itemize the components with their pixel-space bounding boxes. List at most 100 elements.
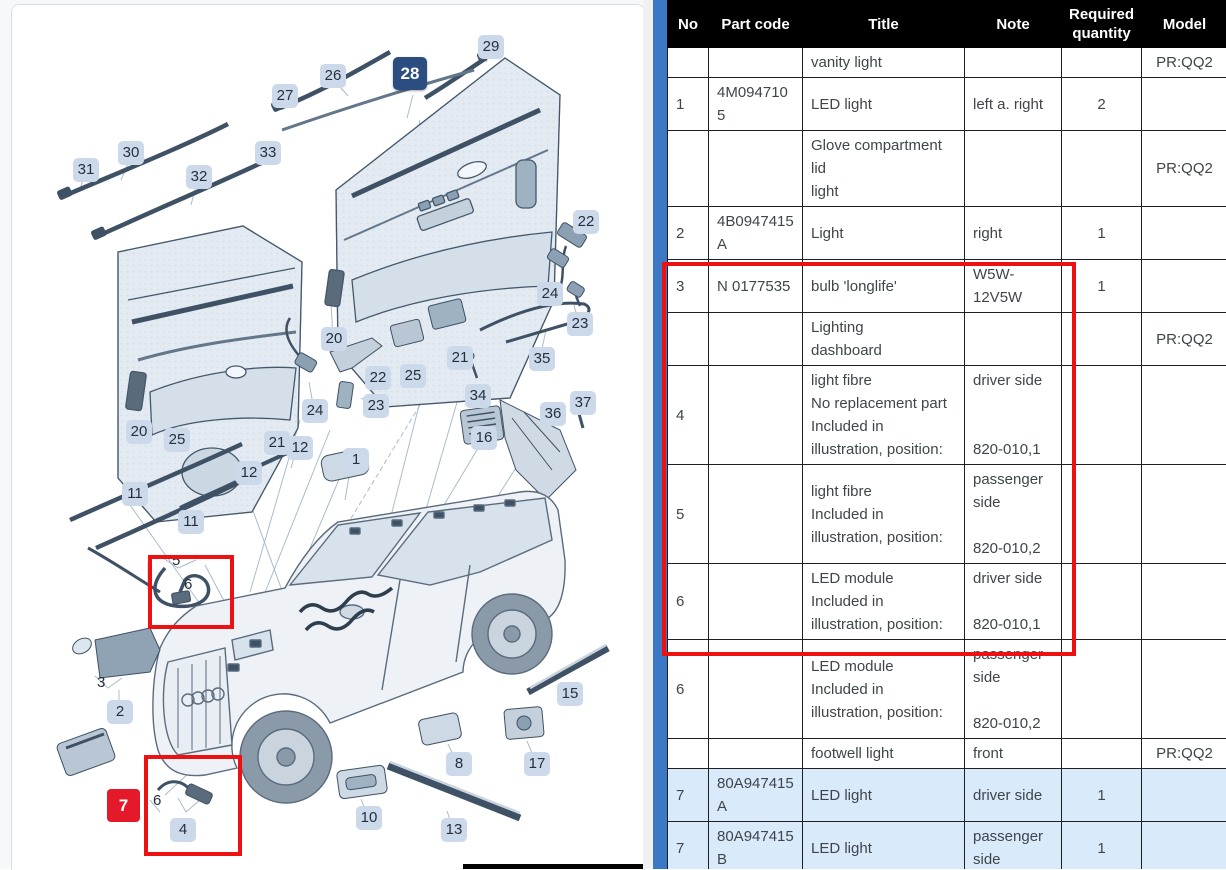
cell-note [965,313,1062,366]
cell-part-code [709,640,803,739]
cell-model [1142,769,1226,822]
cell-part-code [709,131,803,207]
part-callout-24[interactable]: 24 [302,399,328,423]
note-side: passenger side [973,468,1053,514]
title-line: vanity light [811,51,956,74]
part-callout-21[interactable]: 21 [447,346,473,370]
title-line: illustration, position: [811,613,956,636]
part-callout-25[interactable]: 25 [400,364,426,388]
cell-part-code [709,564,803,640]
cell-note: passenger side [965,822,1062,870]
part-callout-37[interactable]: 37 [570,391,596,415]
cell-quantity [1062,131,1142,207]
cell-quantity [1062,48,1142,78]
cell-part-code: 80A947415B [709,822,803,870]
part-callout-34[interactable]: 34 [465,384,491,408]
title-line: LED light [811,837,956,860]
cell-no: 6 [668,564,709,640]
cell-quantity: 1 [1062,822,1142,870]
note-position-code: 820-010,2 [973,712,1053,735]
title-line: footwell light [811,742,956,765]
part-callout-20[interactable]: 20 [321,327,347,351]
part-callout-12[interactable]: 12 [287,436,313,460]
cell-title: Light [803,207,965,260]
bottom-divider-bar [463,864,645,869]
cell-part-code [709,366,803,465]
part-callout-28[interactable]: 28 [393,57,427,90]
part-callout-17[interactable]: 17 [524,752,550,776]
part-callout-4[interactable]: 4 [170,818,196,842]
cell-quantity: 2 [1062,78,1142,131]
part-callout-31[interactable]: 31 [73,158,99,182]
part-callout-27[interactable]: 27 [272,84,298,108]
title-line: Included in [811,415,956,438]
cell-title: LED light [803,78,965,131]
car-illustration [153,491,565,803]
part-callout-23[interactable]: 23 [567,312,593,336]
cell-title: bulb 'longlife' [803,260,965,313]
part-callout-30[interactable]: 30 [118,141,144,165]
title-line: Glove compartment lid [811,134,956,180]
part-callout-7[interactable]: 7 [107,789,140,822]
cell-model [1142,640,1226,739]
part-callout-26[interactable]: 26 [320,64,346,88]
part-callout-33[interactable]: 33 [255,141,281,165]
part-callout-13[interactable]: 13 [441,818,467,842]
cell-no: 5 [668,465,709,564]
cell-no: 3 [668,260,709,313]
part-callout-20[interactable]: 20 [126,420,152,444]
part-callout-29[interactable]: 29 [478,35,504,59]
title-line: Light [811,222,956,245]
column-header: Required quantity [1062,1,1142,48]
cell-part-code [709,313,803,366]
part-callout-11[interactable]: 11 [178,510,204,534]
part-callout-2[interactable]: 2 [107,700,133,724]
cell-part-code: 4M0947105 [709,78,803,131]
part-callout-12[interactable]: 12 [236,461,262,485]
title-line: LED light [811,93,956,116]
part-callout-23[interactable]: 23 [363,394,389,418]
part-callout-8[interactable]: 8 [446,752,472,776]
cell-model [1142,207,1226,260]
cell-no [668,48,709,78]
note-position-code: 820-010,2 [973,537,1053,560]
part-callout-1[interactable]: 1 [343,448,369,472]
part-callout-32[interactable]: 32 [186,165,212,189]
column-header: Note [965,1,1062,48]
part-callout-11[interactable]: 11 [122,482,148,506]
part-callout-36[interactable]: 36 [540,402,566,426]
note-side: driver side [973,567,1053,590]
pane-splitter[interactable] [653,0,667,869]
part-callout-22[interactable]: 22 [365,366,391,390]
part-callout-15[interactable]: 15 [557,682,583,706]
note-side: passenger side [973,643,1053,689]
part-callout-16[interactable]: 16 [471,426,497,450]
cell-part-code: N 0177535 [709,260,803,313]
cell-model: PR:QQ2 [1142,739,1226,769]
cell-title: vanity light [803,48,965,78]
part-callout-22[interactable]: 22 [573,210,599,234]
part-callout-35[interactable]: 35 [529,347,555,371]
scrollbar-track[interactable] [643,0,653,869]
note-position-code: 820-010,1 [973,613,1053,636]
cell-quantity [1062,366,1142,465]
part-callout-24[interactable]: 24 [537,282,563,306]
part-callout-10[interactable]: 10 [356,806,382,830]
part-callout-25[interactable]: 25 [164,428,190,452]
